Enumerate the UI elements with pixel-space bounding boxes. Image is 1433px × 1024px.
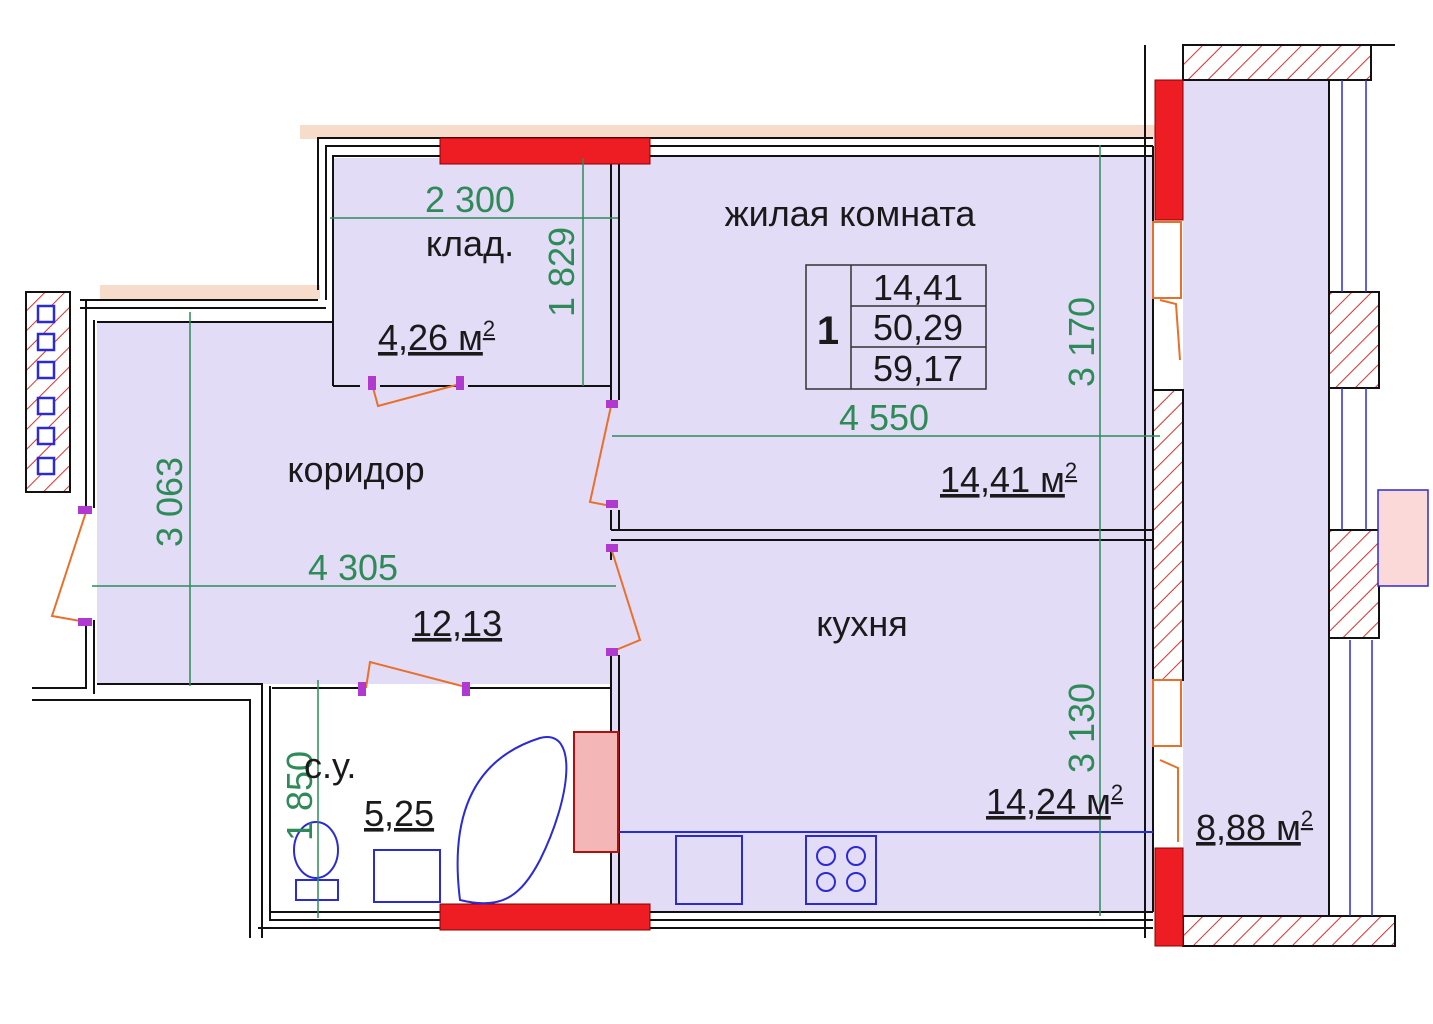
balcony-area-value: 8,88 м — [1196, 807, 1301, 848]
facade-strips — [100, 125, 1160, 299]
walls — [32, 44, 1395, 938]
living-area: 14,41 м2 — [940, 458, 1077, 500]
kitchen-area-value: 14,24 м — [986, 781, 1111, 822]
summary-total-area: 50,29 — [873, 307, 963, 348]
storage-name: клад. — [426, 223, 514, 264]
windows — [439, 79, 1184, 947]
dim-bathroom-depth: 1 850 — [279, 751, 320, 841]
kitchen-counter — [619, 831, 1153, 905]
summary-box — [805, 264, 987, 390]
room-fills — [97, 80, 1329, 916]
living-name: жилая комната — [725, 193, 977, 234]
kitchen-name: кухня — [816, 603, 908, 644]
summary-rooms-count: 1 — [817, 309, 839, 353]
corridor-name: коридор — [287, 449, 424, 490]
balcony-area-sup: 2 — [1301, 806, 1313, 831]
balcony-room — [1183, 80, 1329, 916]
living-area-value: 14,41 м — [940, 459, 1065, 500]
dim-corridor-width: 4 305 — [308, 547, 398, 588]
balcony-area: 8,88 м2 — [1196, 806, 1313, 848]
dimension-lines — [92, 145, 1160, 918]
ventilation-ducts — [36, 304, 56, 476]
storage-area: 4,26 м2 — [378, 316, 495, 358]
dim-storage-width: 2 300 — [425, 179, 515, 220]
door-hinges — [78, 376, 618, 696]
bathroom-name: с.у. — [304, 745, 356, 786]
balcony-glazing — [1341, 80, 1429, 916]
living-area-sup: 2 — [1065, 458, 1077, 483]
kitchen-area: 14,24 м2 — [986, 780, 1123, 822]
storage-area-sup: 2 — [483, 316, 495, 341]
bathroom-area: 5,25 — [364, 793, 434, 834]
dim-living-width: 4 550 — [839, 397, 929, 438]
dim-kitchen-depth: 3 130 — [1061, 683, 1102, 773]
dim-storage-depth: 1 829 — [541, 227, 582, 317]
dim-corridor-depth: 3 063 — [149, 457, 190, 547]
dim-living-depth: 3 170 — [1061, 297, 1102, 387]
summary-living-area: 14,41 — [873, 267, 963, 308]
kitchen-area-sup: 2 — [1111, 780, 1123, 805]
hatched-walls — [25, 44, 1396, 947]
kitchen-room — [611, 540, 1153, 912]
doors — [50, 221, 1182, 842]
storage-area-value: 4,26 м — [378, 317, 483, 358]
summary-total-balcony: 59,17 — [873, 348, 963, 389]
corridor-room — [97, 322, 617, 684]
bathroom-room — [272, 686, 611, 912]
corridor-area: 12,13 — [412, 603, 502, 644]
bathroom-fixtures — [293, 731, 619, 905]
